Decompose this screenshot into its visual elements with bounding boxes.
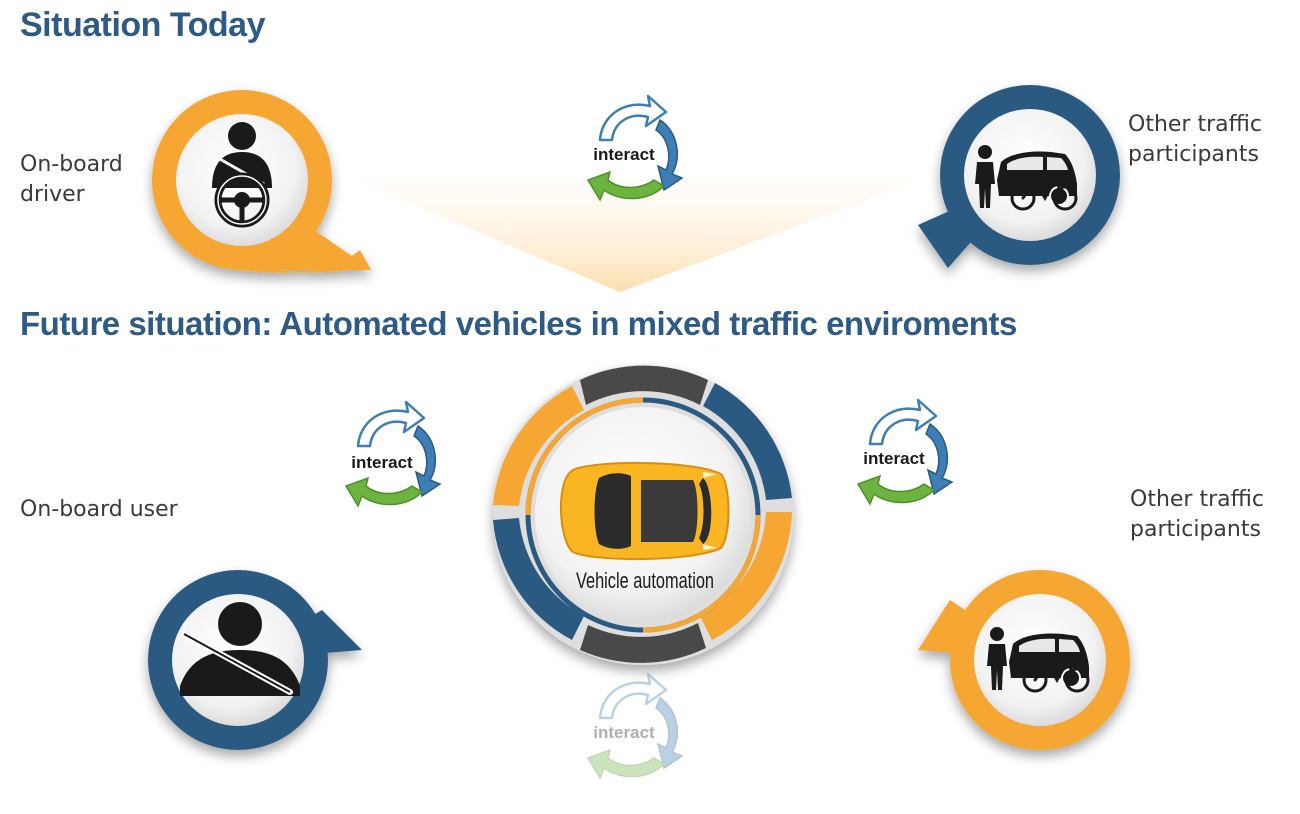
ring-segment-blue-left — [493, 518, 584, 640]
driver-steering-wheel-icon — [212, 122, 272, 228]
interact-cycle-bottom: interact — [586, 672, 684, 780]
car-top-view-icon — [560, 461, 730, 561]
ring-segment-blue-right — [703, 383, 792, 500]
ring-segment-gray-bottom — [580, 623, 706, 663]
interact-cycle-top: interact — [586, 94, 684, 202]
heading-situation-today: Situation Today — [20, 6, 265, 44]
highlight-beam — [355, 180, 920, 292]
label-onboard-driver: On-board driver — [20, 152, 123, 207]
seatbelt-passenger-icon — [180, 602, 300, 696]
interact-label-top: interact — [593, 145, 655, 164]
interact-cycle-left: interact — [344, 400, 442, 508]
ring-segment-gray-top — [580, 365, 708, 405]
vehicle-automation-label: Vehicle automation — [576, 568, 714, 593]
label-onboard-user: On-board user — [20, 497, 178, 522]
label-other-traffic-bottom: Other traffic participants — [1130, 487, 1264, 542]
interact-label-left: interact — [351, 453, 413, 472]
ring-segment-orange-right — [700, 512, 792, 640]
label-other-traffic-top: Other traffic participants — [1128, 112, 1262, 167]
ring-segment-orange-left — [493, 386, 584, 506]
heading-future-situation: Future situation: Automated vehicles in … — [20, 305, 1017, 342]
interact-label-right: interact — [863, 449, 925, 468]
interact-label-bottom: interact — [593, 723, 655, 742]
interact-cycle-right: interact — [856, 398, 954, 506]
